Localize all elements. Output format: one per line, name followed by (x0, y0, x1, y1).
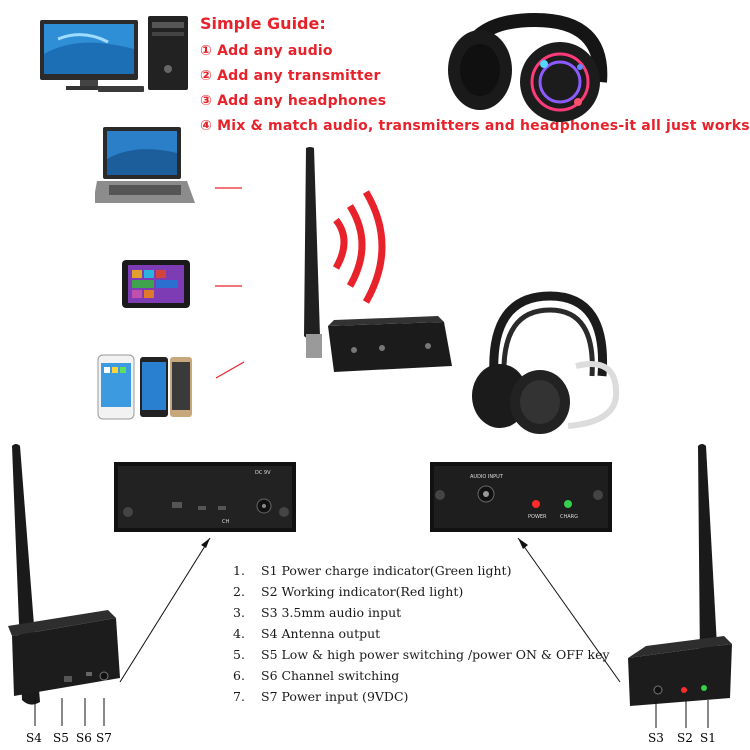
smartphones-icon (97, 354, 192, 420)
label-s4: S4 (26, 731, 42, 745)
spec-item-4: 4.S4 Antenna output (233, 626, 381, 641)
audio-input-label: AUDIO INPUT (470, 474, 503, 480)
guide-item-1: ① Add any audio (200, 43, 333, 59)
desktop-computer-icon (40, 16, 188, 92)
guide-item-3: ③ Add any headphones (200, 93, 387, 109)
laptop-icon (95, 127, 195, 203)
connection-lines (215, 187, 245, 379)
power-label: POWER (528, 514, 547, 520)
spec-item-5: 5.S5 Low & high power switching /power O… (233, 647, 610, 662)
guide-item-2: ② Add any transmitter (200, 68, 381, 84)
label-s5: S5 (53, 731, 69, 745)
transmitter-center-icon (304, 147, 452, 372)
label-s7: S7 (96, 731, 112, 745)
label-s6: S6 (76, 731, 92, 745)
spec-item-7: 7.S7 Power input (9VDC) (233, 689, 409, 704)
rear-panel-ch-label: CH (222, 519, 230, 525)
guide-title: Simple Guide: (200, 14, 326, 33)
label-s1: S1 (700, 731, 716, 745)
transmitter-front-icon (628, 444, 732, 706)
wireless-signal-icon (332, 190, 386, 304)
wireless-headphones-icon (472, 291, 620, 434)
led-headphones-icon (448, 12, 608, 122)
spec-item-1: 1.S1 Power charge indicator(Green light) (233, 563, 512, 578)
spec-item-6: 6.S6 Channel switching (233, 668, 400, 683)
tablet-icon (122, 260, 190, 308)
rear-panel-dc-label: DC 9V (255, 470, 271, 476)
label-s3: S3 (648, 731, 664, 745)
label-s2: S2 (677, 731, 693, 745)
spec-item-2: 2.S2 Working indicator(Red light) (233, 584, 464, 599)
front-panel-closeup (430, 462, 612, 532)
transmitter-rear-icon (8, 444, 120, 705)
spec-item-3: 3.S3 3.5mm audio input (233, 605, 402, 620)
guide-item-4: ④ Mix & match audio, transmitters and he… (200, 118, 750, 134)
rear-panel-closeup (114, 462, 296, 532)
charge-label: CHARG (560, 514, 579, 520)
